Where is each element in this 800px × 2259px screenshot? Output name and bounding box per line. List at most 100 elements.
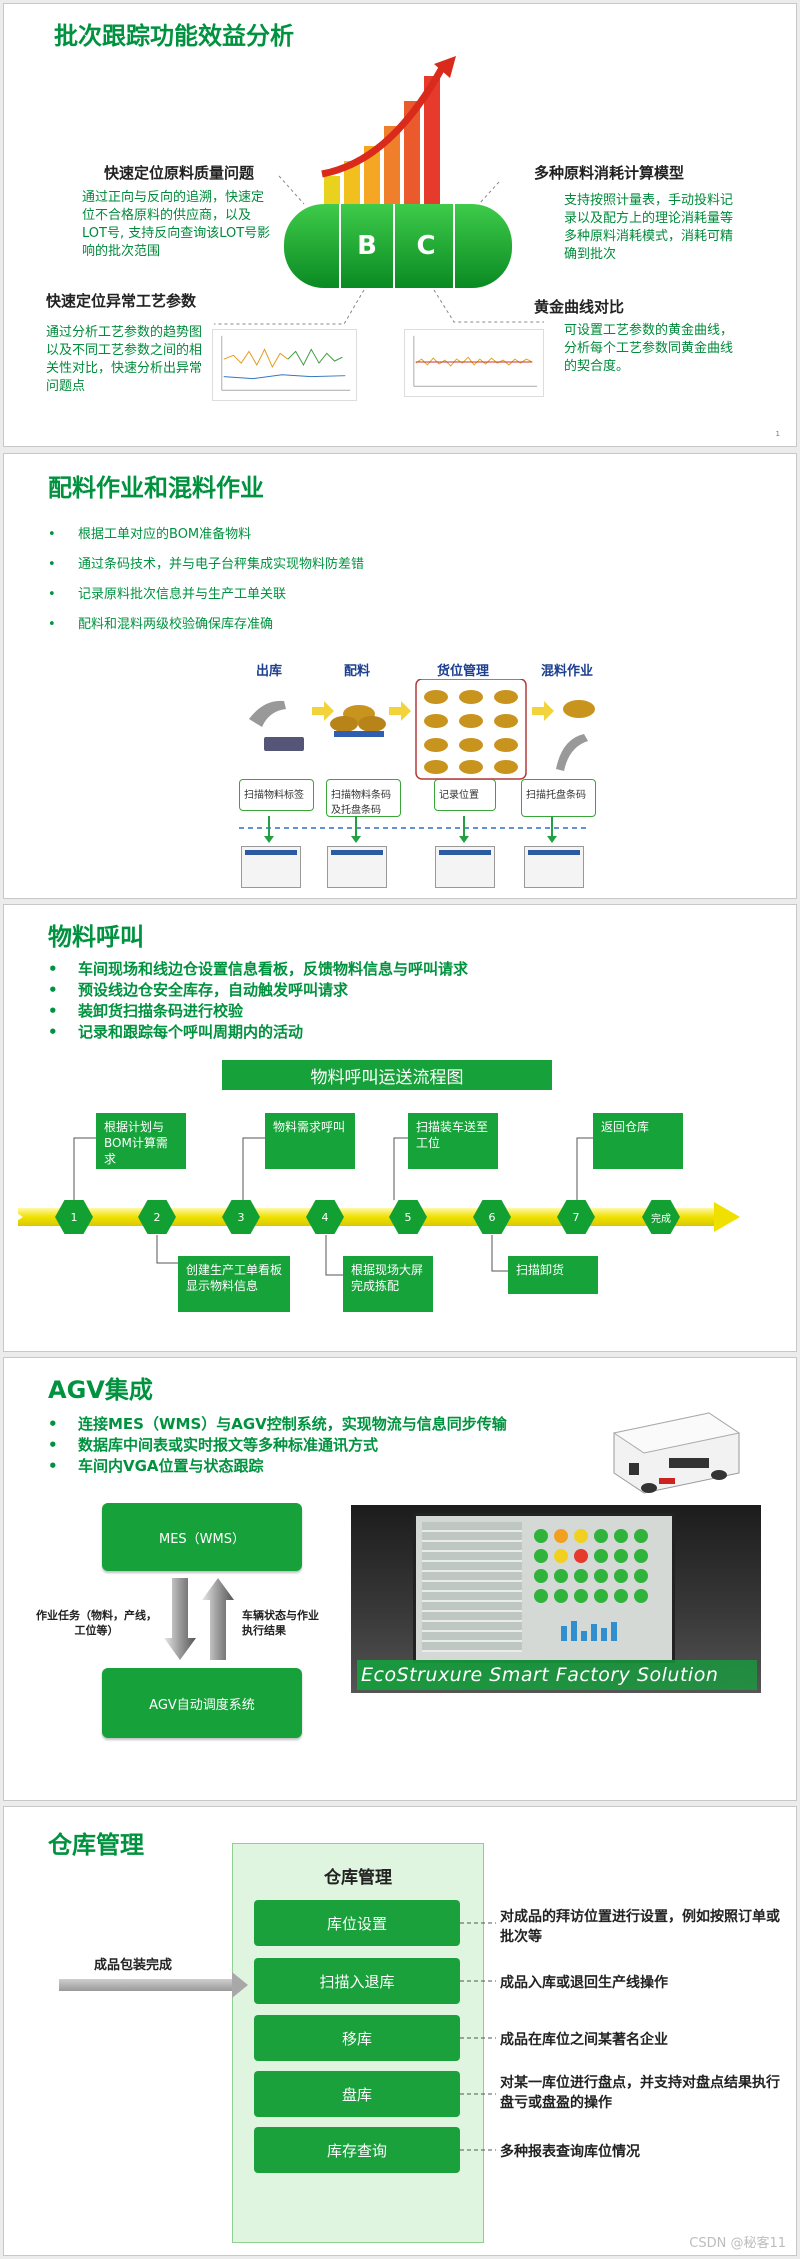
growth-bar [404,101,420,216]
warehouse-item-button[interactable]: 库位设置 [254,1900,460,1946]
bullet-list: 车间现场和线边仓设置信息看板，反馈物料信息与呼叫请求 预设线边仓安全库存，自动触… [48,959,468,1043]
mes-wms-box: MES（WMS） [102,1503,302,1571]
block-text: 支持按照计量表，手动投料记录以及配方上的理论消耗量等多种原料消耗模式，消耗可精确… [564,193,734,262]
stage-label: 货位管理 [437,664,490,679]
growth-bar [344,161,360,216]
timeline-arrow-head [714,1202,740,1232]
item-connectors [460,1922,496,2151]
growth-bar [424,76,440,216]
down-arrow [164,1578,196,1660]
status-label: 车辆状态与作业执行结果 [242,1609,319,1637]
watermark: CSDN @秘客11 [689,2236,786,2251]
slide-title: 配料作业和混料作业 [48,474,264,502]
step-box: 记录位置 [434,779,496,811]
pill-segment-b: B [339,204,395,288]
terminal-screenshot [327,846,387,888]
warehouse-item-button[interactable]: 移库 [254,2015,460,2061]
stage-label: 混料作业 [541,664,594,679]
location-grid [424,690,518,774]
flow-arrow [312,701,334,721]
input-label: 成品包装完成 [94,1958,173,1973]
bullet-item: 车间现场和线边仓设置信息看板，反馈物料信息与呼叫请求 [48,959,468,980]
item-description: 对某一库位进行盘点，并支持对盘点结果执行盘亏或盘盈的操作 [500,2075,780,2111]
flow-step-box: 创建生产工单看板显示物料信息 [178,1256,290,1312]
bullet-item: 记录原料批次信息并与生产工单关联 [48,580,364,610]
display-screen [413,1513,675,1663]
bullet-item: 记录和跟踪每个呼叫周期内的活动 [48,1022,468,1043]
slide-warehouse: 仓库管理 仓库管理 成品包装完成 库位设置 扫描入退库 移库 盘库 库存查询 对… [3,1806,797,2256]
timeline-arrow-tail [9,1208,23,1226]
bullet-item: 预设线边仓安全库存，自动触发呼叫请求 [48,980,468,1001]
panel-title: 仓库管理 [324,1868,392,1888]
warehouse-item-button[interactable]: 库存查询 [254,2127,460,2173]
growth-bar [384,126,400,216]
factory-photo: EcoStruxure Smart Factory Solution [351,1505,761,1693]
slide-title: 物料呼叫 [48,923,144,951]
screen-table [422,1522,522,1652]
scanner-arm [556,734,588,771]
flow-step-box: 扫描卸货 [508,1256,598,1294]
step-box: 扫描物料条码及托盘条码 [326,779,401,817]
block-heading: 黄金曲线对比 [534,298,625,316]
warehouse-item-button[interactable]: 盘库 [254,2071,460,2117]
trend-chart-thumbnail [212,329,357,401]
growth-arrow-head [434,56,456,78]
terminal-screenshot [524,846,584,888]
growth-arrow [321,66,446,178]
bullet-item: 连接MES（WMS）与AGV控制系统，实现物流与信息同步传输 [48,1414,507,1435]
slide-title: AGV集成 [48,1376,153,1404]
golden-curve-thumbnail [404,329,544,397]
flow-step-box: 扫描装车送至工位 [408,1113,498,1169]
agv-vehicle-image [612,1412,741,1494]
data-flow-lines [239,816,589,843]
block-heading: 快速定位异常工艺参数 [46,292,197,310]
bc-pill [284,204,512,288]
slide-batch-tracking: 批次跟踪功能效益分析 B C 快速定位原料质量问题 通过正向与反向的追溯，快速定… [3,3,797,447]
warehouse-item-button[interactable]: 扫描入退库 [254,1958,460,2004]
connector-lines [214,175,544,325]
item-description: 多种报表查询库位情况 [500,2144,640,2160]
slide-batching-mixing: 配料作业和混料作业 根据工单对应的BOM准备物料 通过条码技术，并与电子台秤集成… [3,453,797,899]
slide-title: 批次跟踪功能效益分析 [54,22,294,50]
bullet-item: 通过条码技术，并与电子台秤集成实现物料防差错 [48,550,364,580]
item-description: 对成品的拜访位置进行设置，例如按照订单或批次等 [500,1909,780,1945]
terminal-screenshot [241,846,301,888]
stage-label: 配料 [344,664,371,679]
stage-label: 出库 [256,664,283,679]
flow-step-box: 返回仓库 [593,1113,683,1169]
growth-bar [364,146,380,216]
bullet-item: 数据库中间表或实时报文等多种标准通讯方式 [48,1435,507,1456]
step-box: 扫描物料标签 [239,779,314,811]
flow-step-box: 物料需求呼叫 [265,1113,355,1169]
slide-material-call: 物料呼叫 车间现场和线边仓设置信息看板，反馈物料信息与呼叫请求 预设线边仓安全库… [3,904,797,1352]
mix-sacks [563,700,595,718]
bullet-item: 装卸货扫描条码进行校验 [48,1001,468,1022]
up-arrow [202,1578,234,1660]
input-arrow-head [232,1972,248,1998]
pallet [334,731,384,737]
timeline-arrow [18,1208,718,1226]
flow-arrow [532,701,554,721]
bullet-list: 根据工单对应的BOM准备物料 通过条码技术，并与电子台秤集成实现物料防差错 记录… [48,520,364,640]
block-text: 通过正向与反向的追溯，快速定位不合格原料的供应商，以及LOT号, 支持反向查询该… [82,190,271,259]
pill-segment-c: C [399,204,455,288]
item-description: 成品在库位之间某著名企业 [500,2032,668,2048]
agv-dispatch-box: AGV自动调度系统 [102,1668,302,1738]
process-graphic [249,679,595,780]
flow-connectors [73,1137,594,1276]
block-text: 通过分析工艺参数的趋势图以及不同工艺参数之间的相关性对比，快速分析出异常问题点 [46,325,203,394]
pill-letter-c: C [416,231,436,261]
flow-step-box: 根据计划与BOM计算需求 [96,1113,186,1169]
block-heading: 多种原料消耗计算模型 [534,164,685,182]
status-dots [534,1529,648,1641]
page-number: 1 [775,430,780,438]
bullet-item: 根据工单对应的BOM准备物料 [48,520,364,550]
slide-title: 仓库管理 [48,1831,144,1859]
block-text: 可设置工艺参数的黄金曲线，分析每个工艺参数同黄金曲线的契合度。 [564,323,734,374]
scanner-arm [249,700,286,727]
step-box: 扫描托盘条码 [521,779,596,817]
growth-bars-graphic [321,56,456,216]
input-arrow-shaft [59,1979,234,1991]
block-heading: 快速定位原料质量问题 [104,164,255,182]
scale [264,737,304,751]
